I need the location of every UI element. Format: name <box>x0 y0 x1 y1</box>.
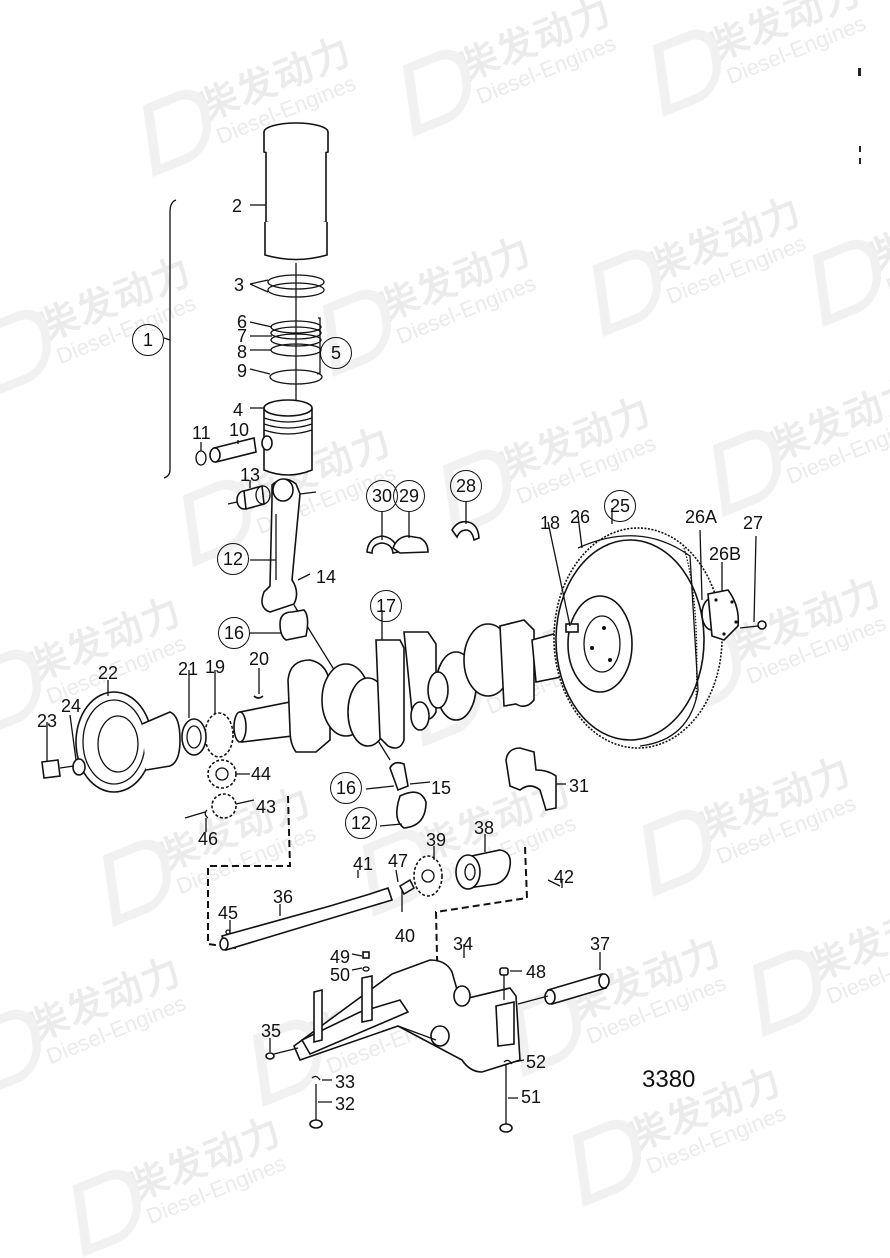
callout-8: 8 <box>237 342 248 362</box>
crankshaft-pulley <box>41 680 181 793</box>
callout-circled-5: 5 <box>320 337 352 369</box>
callout-51: 51 <box>521 1087 542 1107</box>
callout-19: 19 <box>205 657 226 677</box>
callout-31: 31 <box>569 776 590 796</box>
group-1-bracket <box>163 199 177 479</box>
callout-10: 10 <box>229 420 250 440</box>
callout-7: 7 <box>237 326 248 346</box>
callout-43: 43 <box>256 797 277 817</box>
oil-pump-gear <box>395 834 563 912</box>
piston-rings <box>249 320 323 385</box>
callout-3: 3 <box>234 275 245 295</box>
callout-49: 49 <box>330 947 351 967</box>
callout-circled-16a: 16 <box>218 617 250 649</box>
callout-50: 50 <box>330 965 351 985</box>
scan-speck <box>859 146 861 152</box>
callout-41: 41 <box>353 854 374 874</box>
callout-36: 36 <box>273 887 294 907</box>
callout-26: 26 <box>570 507 591 527</box>
callout-24: 24 <box>61 696 82 716</box>
callout-18: 18 <box>540 513 561 533</box>
liner-seal-rings <box>249 274 325 298</box>
callout-45: 45 <box>218 903 239 923</box>
flywheel <box>547 508 723 749</box>
callout-33: 33 <box>335 1072 356 1092</box>
callout-37: 37 <box>590 934 611 954</box>
callout-circled-28: 28 <box>450 470 482 502</box>
callout-39: 39 <box>426 830 447 850</box>
idler-gears <box>184 759 255 832</box>
oil-pump-shaft <box>219 870 394 952</box>
callout-circled-25: 25 <box>604 490 636 522</box>
callout-23: 23 <box>37 711 58 731</box>
exploded-view-drawing <box>41 122 767 1133</box>
crankshaft <box>233 610 584 753</box>
scan-speck <box>858 68 861 76</box>
callout-21: 21 <box>178 659 199 679</box>
callout-42: 42 <box>554 867 575 887</box>
dashed-group-frame-left <box>207 795 292 949</box>
callout-52: 52 <box>526 1052 547 1072</box>
callout-14: 14 <box>316 567 337 587</box>
callout-27: 27 <box>743 513 764 533</box>
oil-pump-housing <box>293 944 521 1073</box>
callout-44: 44 <box>251 764 272 784</box>
watermark-logo-icon <box>72 1160 146 1257</box>
callout-46: 46 <box>198 829 219 849</box>
callout-circled-29: 29 <box>393 480 425 512</box>
flywheel-bearing-plate <box>699 529 767 641</box>
group-5-bracket <box>316 317 321 375</box>
big-end-bearing-upper <box>250 609 309 641</box>
piston-pin <box>195 437 257 466</box>
callout-22: 22 <box>98 663 119 683</box>
small-end-bush <box>227 480 271 511</box>
callout-48: 48 <box>526 962 547 982</box>
callout-15: 15 <box>431 778 452 798</box>
small-fasteners <box>265 951 525 1133</box>
callout-13: 13 <box>240 465 261 485</box>
callout-20: 20 <box>249 649 270 669</box>
oil-pump-plunger <box>517 952 610 1005</box>
figure-number: 3380 <box>642 1066 696 1093</box>
callout-34: 34 <box>453 934 474 954</box>
callout-circled-12a: 12 <box>217 543 249 575</box>
callout-circled-17: 17 <box>370 590 402 622</box>
piston <box>250 399 313 476</box>
callout-26B: 26B <box>709 544 742 564</box>
crankshaft-gear <box>181 668 264 758</box>
big-end-cap <box>365 761 431 829</box>
connecting-rod <box>250 478 391 761</box>
callout-11: 11 <box>192 423 211 443</box>
callout-40: 40 <box>395 926 416 946</box>
callout-circled-12b: 12 <box>345 807 377 839</box>
callout-9: 9 <box>237 361 248 381</box>
callout-circled-16b: 16 <box>330 772 362 804</box>
main-bearing-shells <box>366 502 480 554</box>
callout-26A: 26A <box>685 507 718 527</box>
callout-2: 2 <box>232 196 243 216</box>
callout-35: 35 <box>261 1021 282 1041</box>
main-bearing-cap <box>505 747 566 811</box>
callout-32: 32 <box>335 1094 356 1114</box>
callout-47: 47 <box>388 851 409 871</box>
callout-6: 6 <box>237 312 248 332</box>
scan-speck <box>859 158 861 164</box>
callout-4: 4 <box>233 400 244 420</box>
callout-38: 38 <box>474 818 495 838</box>
callout-circled-1: 1 <box>132 324 164 356</box>
dashed-group-frame-right <box>434 846 529 1001</box>
cylinder-liner <box>250 122 329 400</box>
